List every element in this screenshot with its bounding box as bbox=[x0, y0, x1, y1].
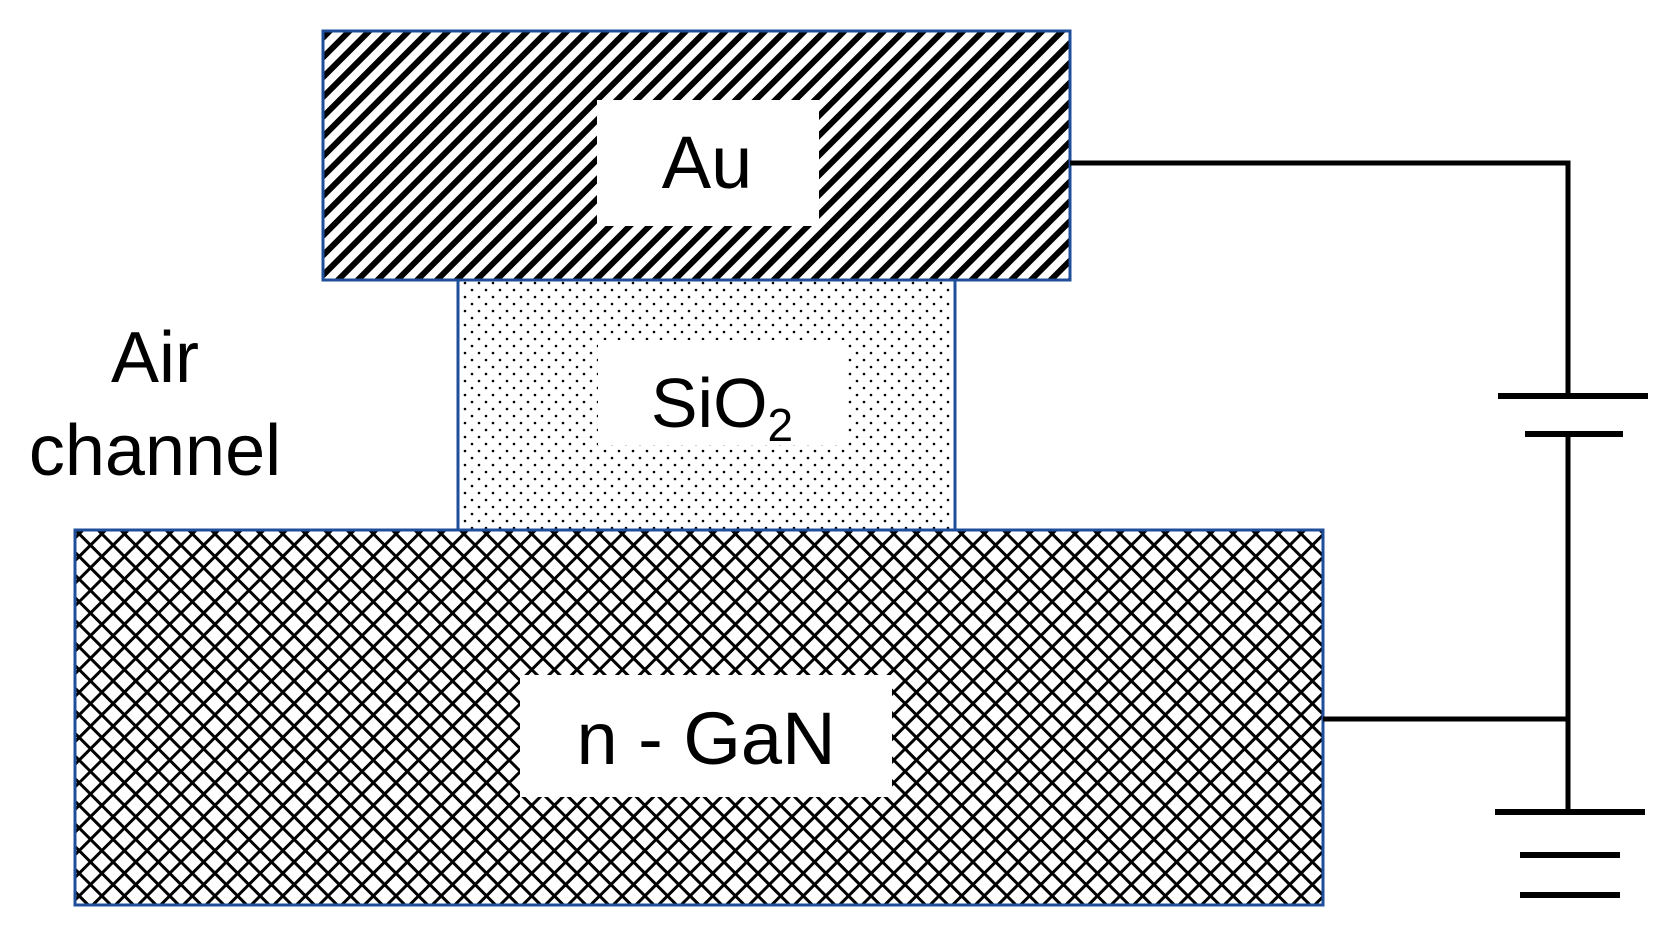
sio2-label-main: SiO bbox=[651, 364, 768, 442]
au-wire bbox=[1070, 160, 1571, 396]
sio2-layer: SiO2 bbox=[456, 278, 957, 532]
ground-icon bbox=[1495, 809, 1645, 898]
sio2-label-box bbox=[598, 340, 848, 445]
gan-label-box bbox=[520, 675, 892, 797]
air-channel-line2: channel bbox=[29, 411, 281, 491]
au-label-box bbox=[597, 100, 819, 226]
gan-label: n - GaN bbox=[576, 697, 835, 780]
circuit bbox=[1070, 160, 1648, 898]
sio2-label: SiO2 bbox=[651, 364, 793, 451]
sio2-label-subscript: 2 bbox=[768, 399, 794, 451]
gan-layer-body bbox=[73, 528, 1325, 907]
air-channel-line1: Air bbox=[111, 318, 199, 398]
air-channel-annotation: Air channel bbox=[29, 318, 281, 491]
battery-icon bbox=[1498, 393, 1648, 437]
au-layer: Au bbox=[321, 29, 1072, 282]
gan-layer: n - GaN bbox=[73, 528, 1325, 907]
au-label: Au bbox=[662, 121, 753, 204]
